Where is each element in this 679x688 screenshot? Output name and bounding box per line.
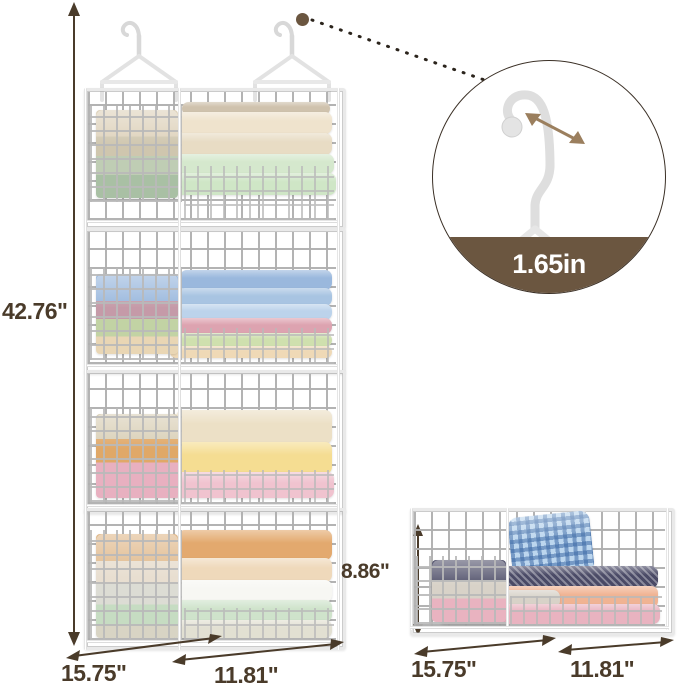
tier-4-item-2: [176, 558, 332, 582]
tier-1-item-2: [176, 112, 332, 134]
main-depth-dimension-arrow: [66, 634, 222, 661]
tier-2-basket: [84, 228, 346, 376]
hook-opening-measure-arrow: [525, 113, 585, 144]
tier-4-item-1: [178, 530, 332, 560]
hook-measurement-label: 1.65in: [512, 248, 586, 279]
basket-depth-dimension-arrow: [414, 635, 556, 657]
tier-3-basket: [84, 370, 346, 516]
tier-2-item-2: [178, 288, 332, 306]
callout-anchor-dot: [296, 13, 309, 26]
tier-3-item-1: [176, 410, 332, 444]
main-width-label: 11.81": [214, 662, 279, 688]
main-depth-label: 15.75": [61, 660, 127, 686]
main-width-dimension-arrow: [172, 639, 344, 665]
hook-detail-callout: 1.65in: [432, 60, 666, 294]
tier-1-item-3: [176, 133, 332, 155]
basket-width-label: 11.81": [570, 656, 635, 682]
hook-measurement-band: 1.65in: [433, 237, 665, 293]
callout-leader-line: [310, 18, 498, 86]
tier-1-basket: [84, 88, 346, 236]
main-height-label: 42.76": [2, 298, 68, 324]
corner-post-mid: [178, 88, 181, 650]
tier-2-item-3: [176, 304, 332, 320]
tier-3-item-2: [174, 442, 332, 474]
tier-2-item-1: [180, 270, 332, 290]
corner-post-left: [84, 88, 87, 650]
basket-height-label: 8.86": [341, 560, 390, 583]
main-height-dimension-arrow: [68, 2, 80, 646]
single-basket: [410, 508, 675, 638]
basket-depth-label: 15.75": [411, 656, 477, 682]
corner-post-right: [337, 88, 340, 650]
tier-1-item-1: [182, 102, 330, 115]
main-organizer-unit: [84, 88, 346, 650]
tier-4-item-3: [174, 580, 332, 602]
basket-width-dimension-arrow: [558, 637, 674, 655]
basket-item-2: [498, 566, 658, 588]
tier-4-basket: [84, 508, 346, 650]
